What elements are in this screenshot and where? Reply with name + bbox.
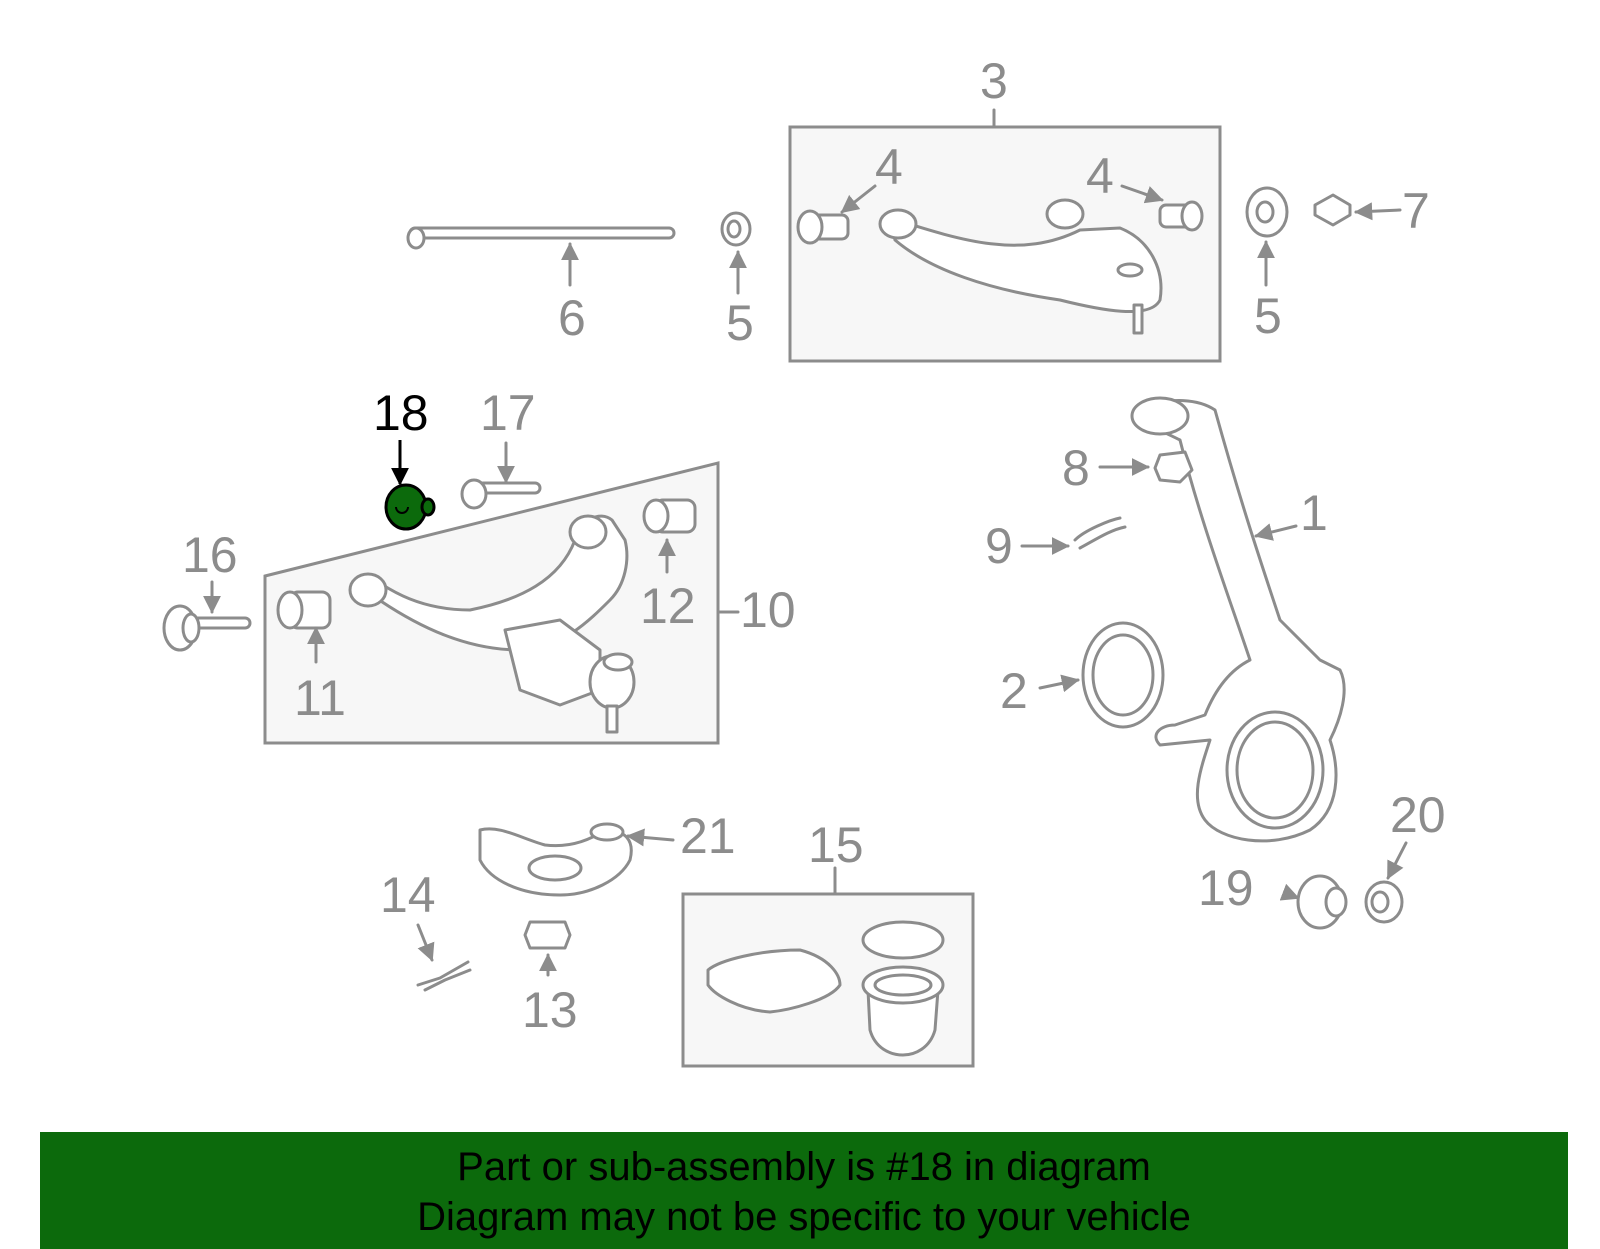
callout-10: 10	[740, 582, 796, 638]
part-4-bushing-left[interactable]	[796, 209, 850, 245]
callout-4-right: 4	[1086, 148, 1114, 204]
callout-12: 12	[640, 578, 696, 634]
callout-3: 3	[980, 53, 1008, 109]
callout-19: 19	[1198, 860, 1254, 916]
callout-20: 20	[1390, 787, 1446, 843]
part-17-bolt[interactable]	[460, 478, 542, 510]
part-13-nut[interactable]	[523, 920, 572, 950]
part-7-nut[interactable]	[1313, 193, 1352, 227]
lower-control-arm[interactable]	[348, 514, 636, 734]
callout-18: 18	[373, 385, 429, 441]
callout-11: 11	[294, 670, 346, 726]
callout-2: 2	[1000, 663, 1028, 719]
callout-6: 6	[558, 290, 586, 346]
part-19-cap[interactable]	[1296, 874, 1348, 930]
part-9-cotter-pin[interactable]	[1073, 516, 1127, 550]
banner-line-1: Part or sub-assembly is #18 in diagram	[457, 1145, 1151, 1189]
callout-1: 1	[1300, 485, 1328, 541]
callout-15: 15	[808, 817, 864, 873]
callout-7: 7	[1402, 183, 1430, 239]
callout-5-left: 5	[726, 295, 754, 351]
part-18-highlighted[interactable]	[384, 483, 436, 531]
part-5-cam-washer-right[interactable]	[1245, 186, 1289, 238]
part-16-cam-bolt[interactable]	[162, 604, 252, 652]
part-5-nut-left[interactable]	[720, 211, 752, 247]
banner-line-2: Diagram may not be specific to your vehi…	[417, 1195, 1191, 1239]
callout-17: 17	[480, 385, 536, 441]
callout-9: 9	[985, 518, 1013, 574]
part-8-nut[interactable]	[1153, 450, 1194, 484]
part-15-kit-contents[interactable]	[706, 920, 945, 1057]
leader-lines	[203, 184, 1408, 977]
part-21-bracket[interactable]	[478, 822, 633, 897]
callout-14: 14	[380, 867, 436, 923]
callout-16: 16	[182, 527, 238, 583]
part-20-nut[interactable]	[1364, 880, 1404, 924]
callout-8: 8	[1062, 440, 1090, 496]
part-6-long-bolt[interactable]	[406, 226, 676, 250]
part-12-bushing[interactable]	[642, 498, 697, 534]
callout-4-left: 4	[875, 139, 903, 195]
part-11-bushing[interactable]	[276, 590, 332, 630]
part-2-seal[interactable]	[1081, 621, 1165, 729]
part-4-bushing-right[interactable]	[1158, 200, 1204, 232]
upper-control-arm[interactable]	[878, 198, 1163, 335]
callout-21: 21	[680, 808, 736, 864]
callout-5-right: 5	[1254, 288, 1282, 344]
info-banner: Part or sub-assembly is #18 in diagram D…	[40, 1132, 1568, 1249]
part-1-steering-knuckle[interactable]	[1130, 396, 1346, 843]
callout-13: 13	[522, 982, 578, 1038]
part-14-clip[interactable]	[416, 960, 472, 992]
